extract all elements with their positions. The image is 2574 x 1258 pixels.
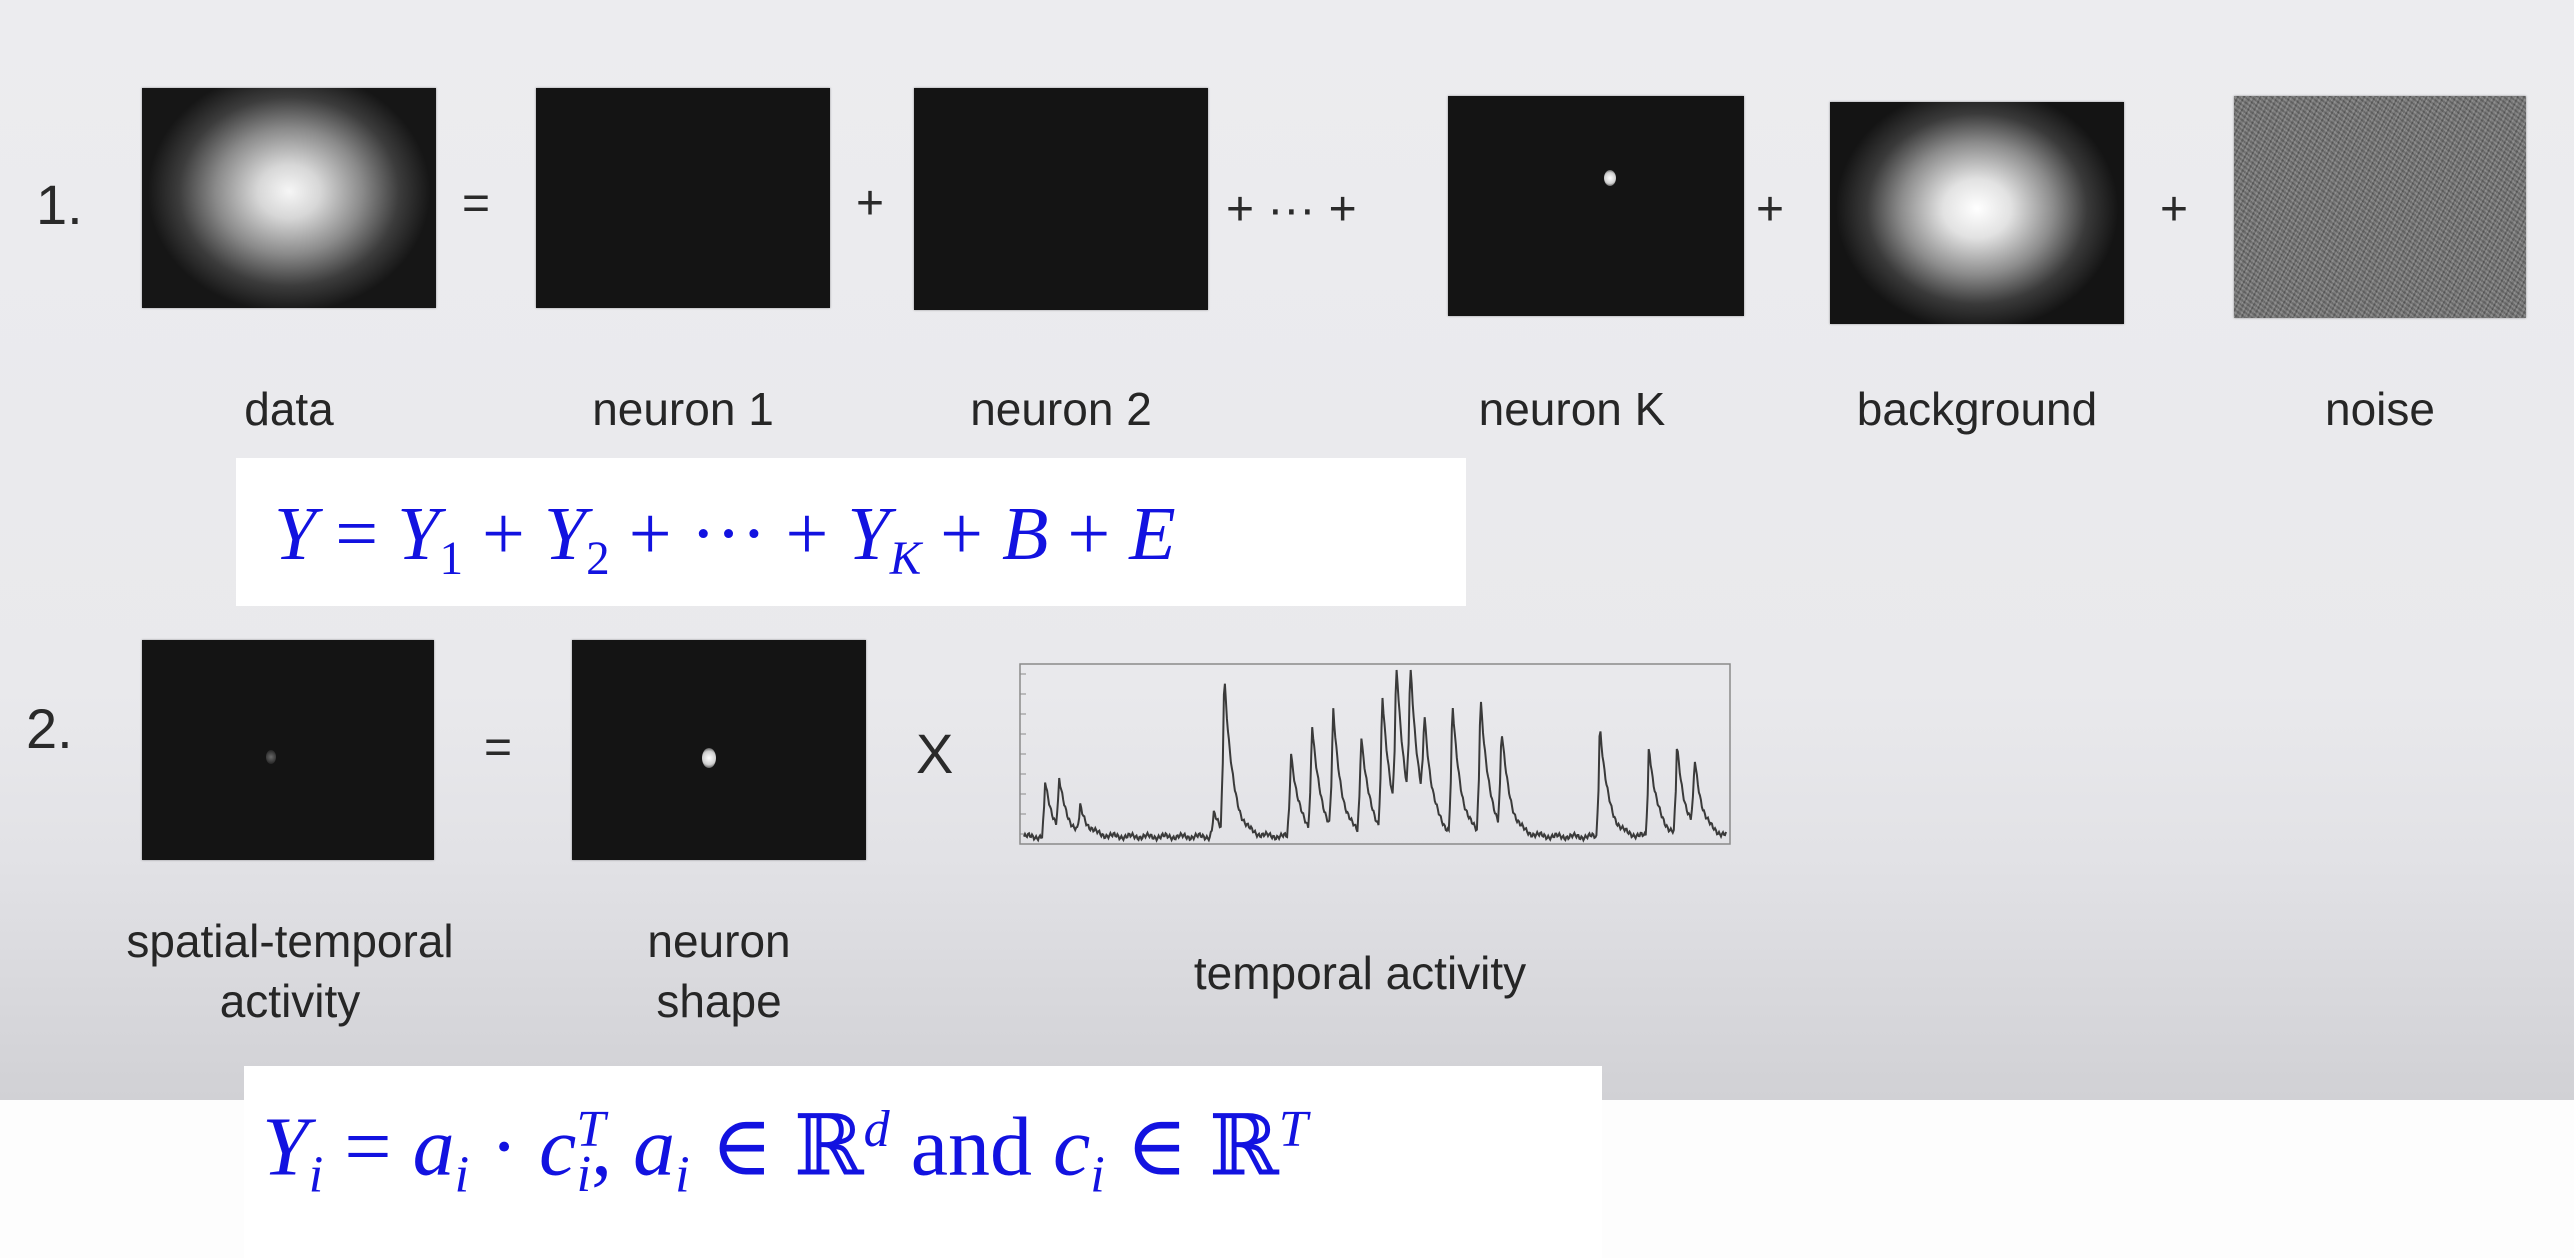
neuron-k-spot bbox=[1604, 170, 1616, 186]
plus-operator-3: + bbox=[1756, 183, 1785, 236]
equals-operator-1: = bbox=[462, 177, 491, 230]
background-image-panel bbox=[1830, 102, 2124, 324]
row-number-1: 1. bbox=[36, 173, 83, 236]
neuron-1-image-panel bbox=[536, 88, 830, 308]
noise-image-panel bbox=[2234, 96, 2526, 318]
neuron-2-image-panel bbox=[914, 88, 1208, 310]
trace-line bbox=[1023, 669, 1727, 843]
label-spatial-temporal: spatial-temporal activity bbox=[126, 915, 454, 1027]
label-data: data bbox=[244, 383, 334, 435]
label-neuron-1: neuron 1 bbox=[592, 383, 774, 435]
label-neuron-k: neuron K bbox=[1478, 383, 1666, 435]
temporal-trace bbox=[1000, 656, 1740, 856]
row-number-2: 2. bbox=[26, 697, 73, 760]
neuron-shape-image-panel bbox=[572, 640, 866, 860]
neuron-shape-spot bbox=[702, 748, 716, 768]
label-neuron-shape: neuron shape bbox=[647, 915, 791, 1027]
temporal-trace-svg bbox=[1019, 663, 1731, 845]
equation-2-box bbox=[244, 1066, 1602, 1258]
plus-operator-4: + bbox=[2160, 183, 2189, 236]
equation-1: Y = Y1 + Y2 + ··· + YK + B + E bbox=[274, 492, 1176, 586]
times-operator: X bbox=[916, 722, 954, 785]
label-background: background bbox=[1856, 383, 2098, 435]
faint-spot bbox=[266, 750, 276, 764]
label-temporal-activity: temporal activity bbox=[1193, 947, 1527, 999]
neuron-k-image-panel bbox=[1448, 96, 1744, 316]
plus-ellipsis-operator: + ··· + bbox=[1226, 183, 1357, 236]
spatial-temporal-image-panel bbox=[142, 640, 434, 860]
label-noise: noise bbox=[2325, 383, 2435, 435]
equation-2: Yi = ai · cTi, ai ∈ ℝd and ci ∈ ℝT bbox=[262, 1100, 1308, 1204]
label-neuron-2: neuron 2 bbox=[970, 383, 1152, 435]
equation-1-box bbox=[236, 458, 1466, 606]
equals-operator-2: = bbox=[484, 721, 513, 774]
plus-operator-1: + bbox=[856, 177, 885, 230]
data-image-panel bbox=[142, 88, 436, 308]
